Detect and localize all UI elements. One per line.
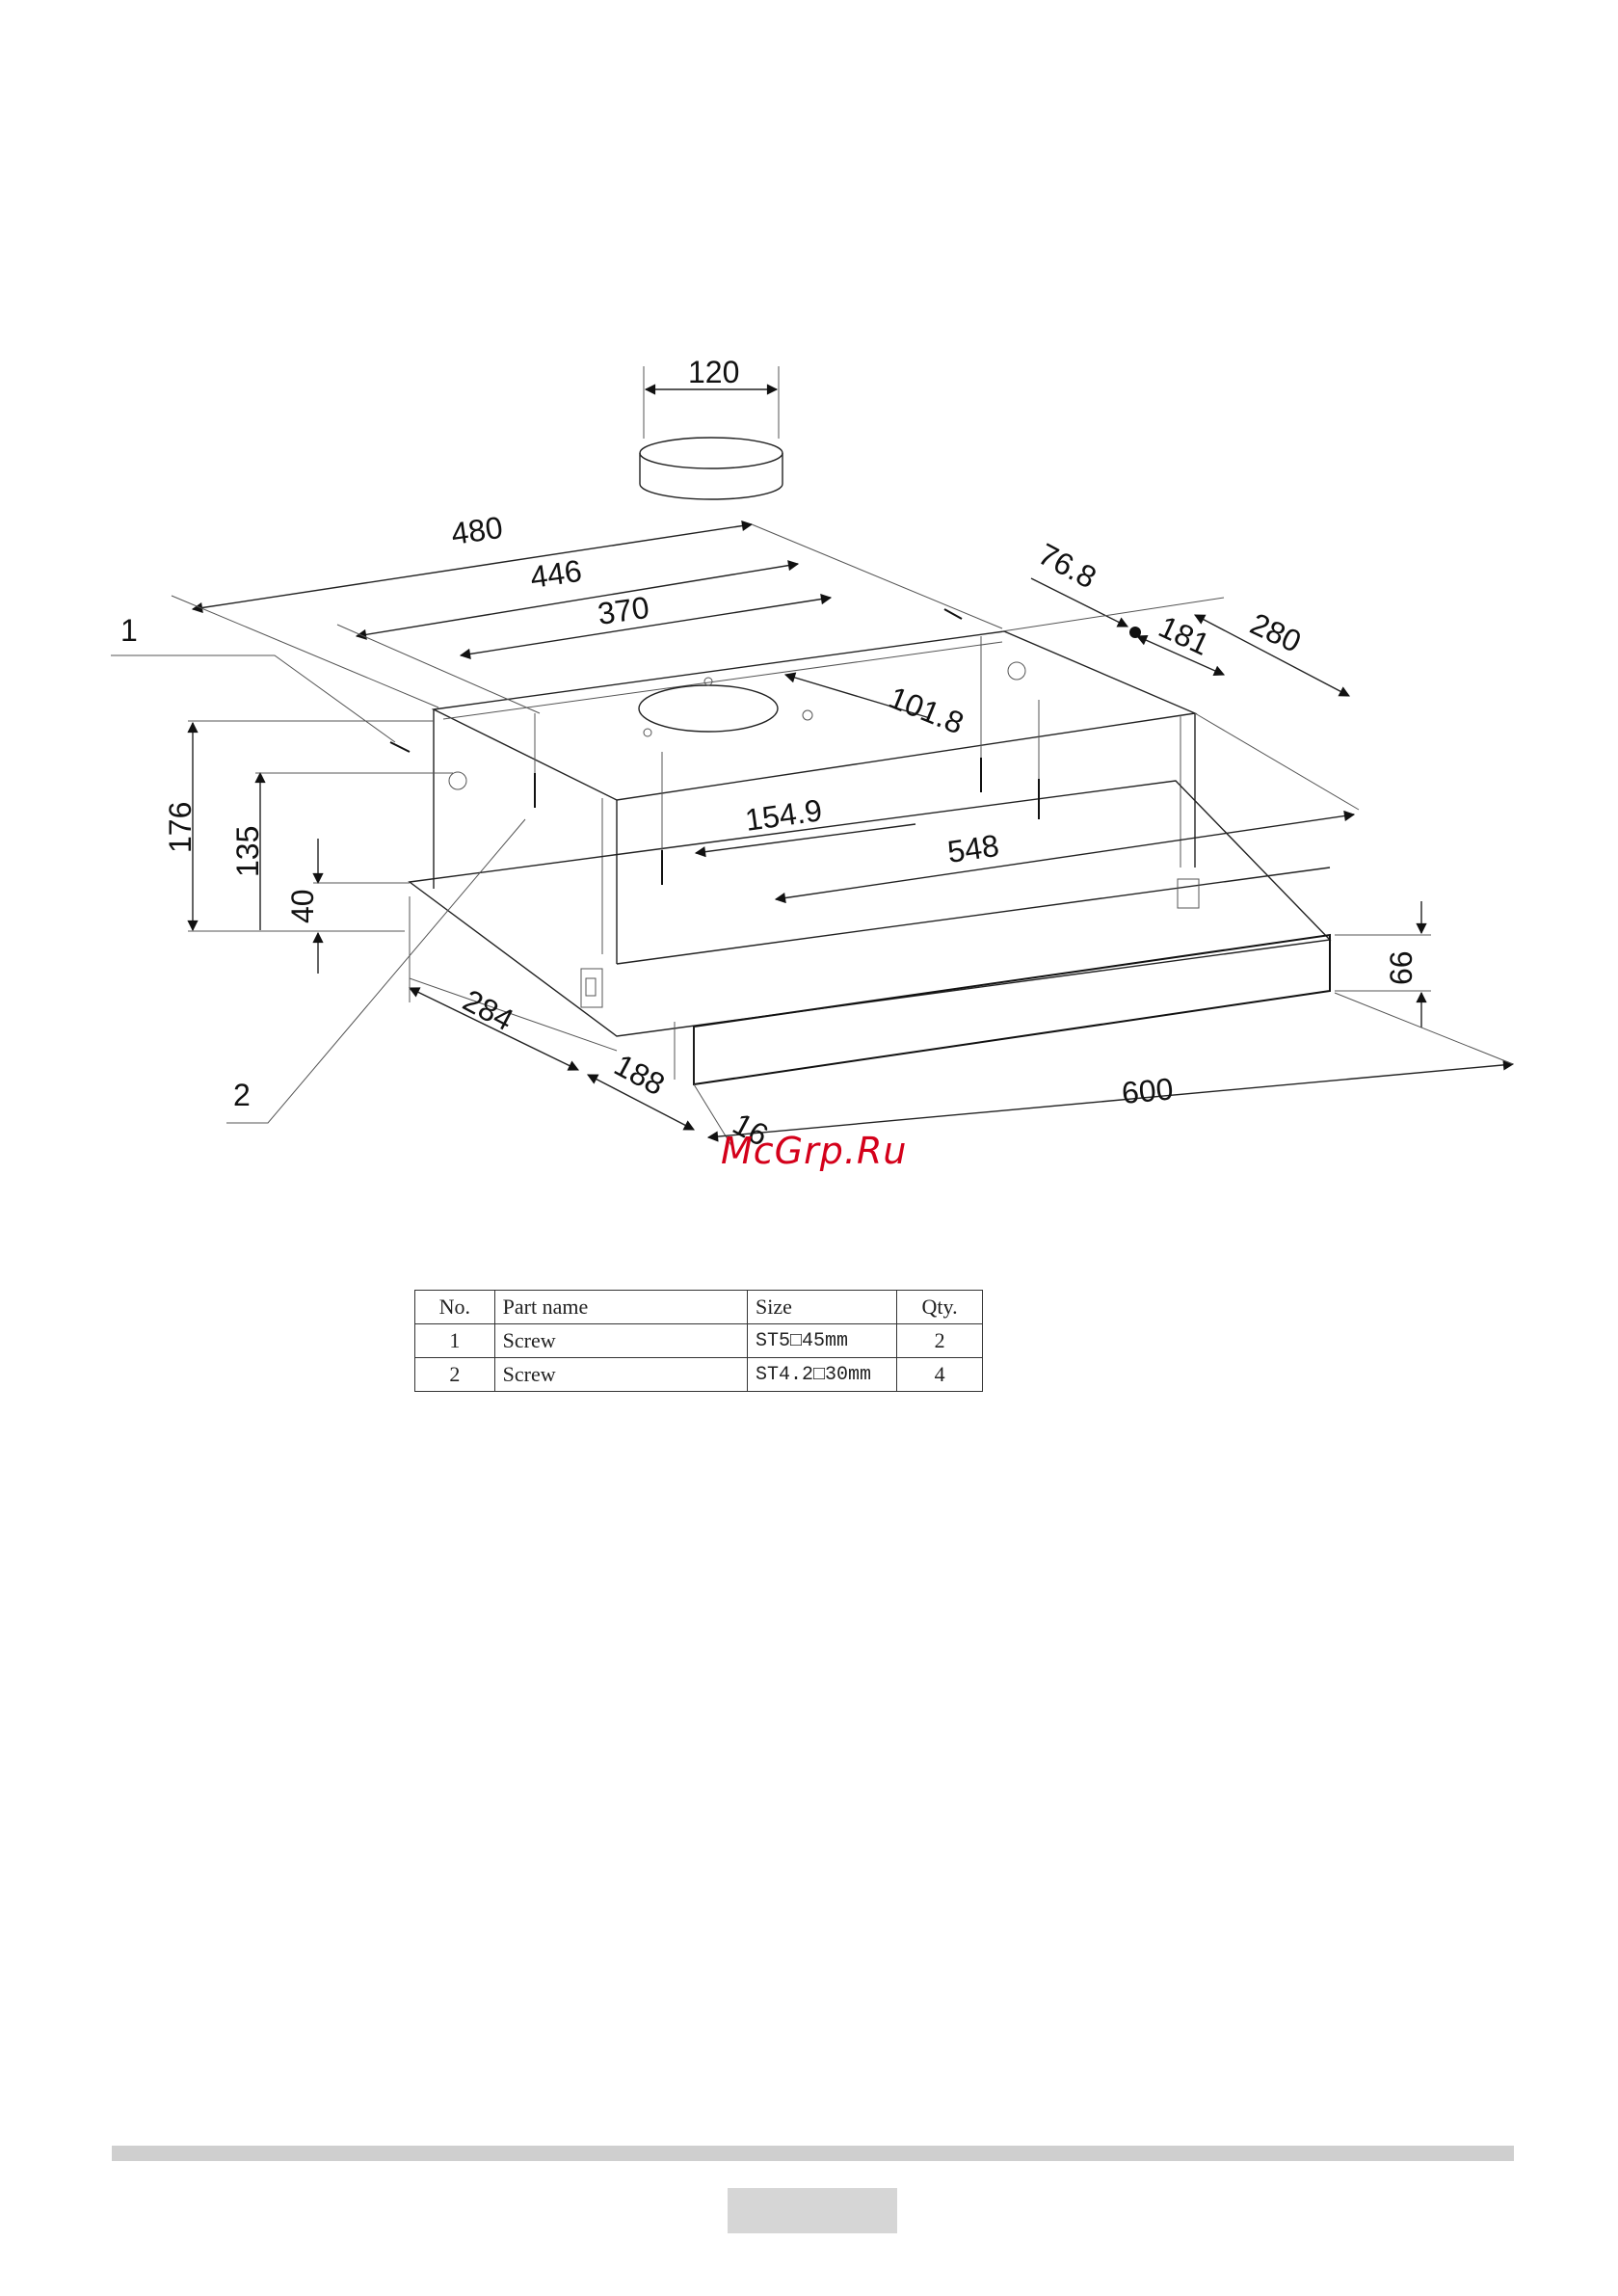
dimension-labels: 120 480 446 370 76.8 181 280 101.8 154.9… [120, 355, 1419, 1153]
dim-154-9: 154.9 [743, 792, 824, 838]
cell-no: 2 [415, 1358, 495, 1392]
cell-part-name: Screw [494, 1324, 747, 1358]
cell-qty: 2 [897, 1324, 983, 1358]
page-number-tab [728, 2188, 897, 2233]
parts-table: No. Part name Size Qty. 1 Screw ST5□45mm… [414, 1290, 983, 1392]
dim-280: 280 [1245, 606, 1307, 659]
dim-600: 600 [1120, 1071, 1174, 1110]
dim-480: 480 [449, 510, 505, 551]
dim-76-8: 76.8 [1033, 536, 1102, 595]
header-size: Size [748, 1291, 897, 1324]
dimension-lines [111, 524, 1513, 1147]
footer-rule [112, 2146, 1514, 2161]
dim-135: 135 [230, 826, 265, 877]
watermark: McGrp.Ru [721, 1130, 907, 1172]
cell-size: ST5□45mm [748, 1324, 897, 1358]
dim-188: 188 [609, 1047, 671, 1102]
dim-548: 548 [945, 828, 1001, 869]
table-header-row: No. Part name Size Qty. [415, 1291, 983, 1324]
table-row: 2 Screw ST4.2□30mm 4 [415, 1358, 983, 1392]
cell-part-name: Screw [494, 1358, 747, 1392]
dim-284: 284 [458, 982, 519, 1037]
dim-66: 66 [1384, 950, 1419, 985]
header-part-name: Part name [494, 1291, 747, 1324]
hood-body [410, 631, 1330, 1084]
dim-446: 446 [528, 553, 584, 595]
dim-120: 120 [688, 355, 739, 389]
header-qty: Qty. [897, 1291, 983, 1324]
callout-1: 1 [120, 613, 138, 648]
table-row: 1 Screw ST5□45mm 2 [415, 1324, 983, 1358]
cell-qty: 4 [897, 1358, 983, 1392]
dim-176: 176 [163, 802, 198, 853]
dim-101-8: 101.8 [884, 680, 968, 740]
dim-181: 181 [1154, 609, 1215, 662]
cell-no: 1 [415, 1324, 495, 1358]
dim-40: 40 [285, 889, 320, 923]
callout-2: 2 [233, 1078, 251, 1112]
dim-370: 370 [596, 590, 651, 631]
header-no: No. [415, 1291, 495, 1324]
cell-size: ST4.2□30mm [748, 1358, 897, 1392]
